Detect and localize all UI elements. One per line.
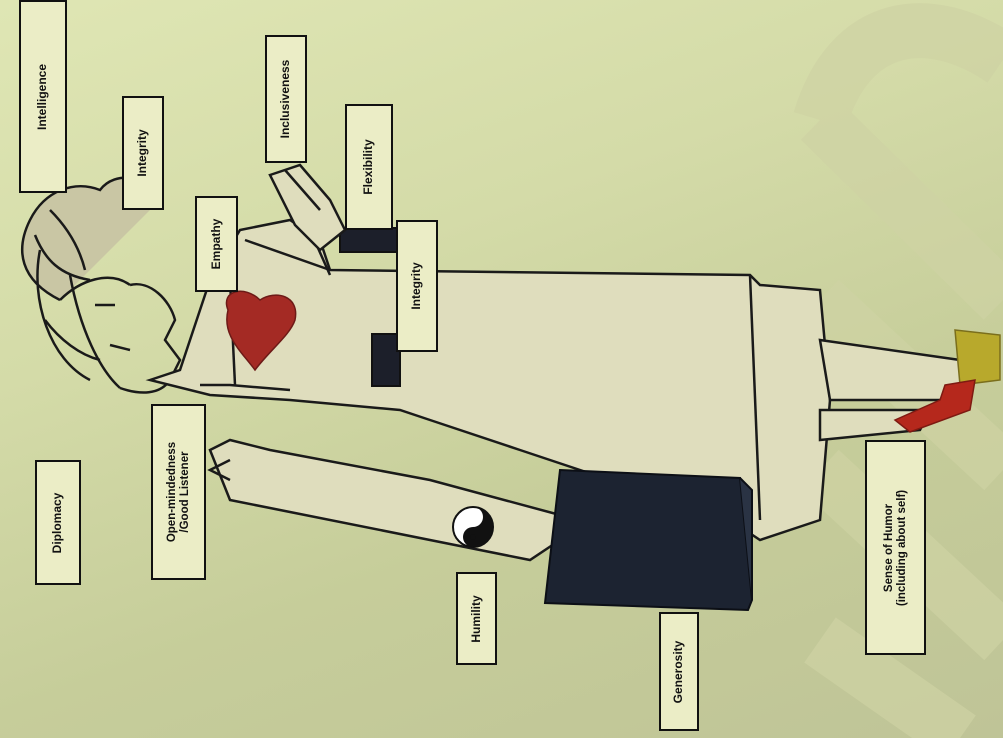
- shoe-red: [893, 379, 976, 433]
- heart-icon: [225, 290, 297, 372]
- label-integrity-top: Integrity: [122, 96, 164, 210]
- label-humility: Humility: [456, 572, 497, 665]
- label-open-mindedness: Open-mindedness /Good Listener: [151, 404, 206, 580]
- yin-yang-icon: [452, 506, 494, 548]
- belt-shape: [371, 333, 401, 387]
- person-hand: [268, 163, 347, 252]
- label-sense-of-humor: Sense of Humor (including about self): [865, 440, 926, 655]
- briefcase-icon: [543, 468, 754, 612]
- label-empathy: Empathy: [195, 196, 238, 292]
- person-arm: [207, 438, 562, 562]
- label-integrity-center: Integrity: [396, 220, 438, 352]
- label-generosity: Generosity: [659, 612, 699, 731]
- cuff-shape: [339, 227, 401, 253]
- shoe-yellow: [954, 329, 1001, 386]
- label-diplomacy: Diplomacy: [35, 460, 81, 585]
- label-flexibility: Flexibility: [345, 104, 393, 230]
- label-inclusiveness: Inclusiveness: [265, 35, 307, 163]
- label-intelligence: Intelligence: [19, 0, 67, 193]
